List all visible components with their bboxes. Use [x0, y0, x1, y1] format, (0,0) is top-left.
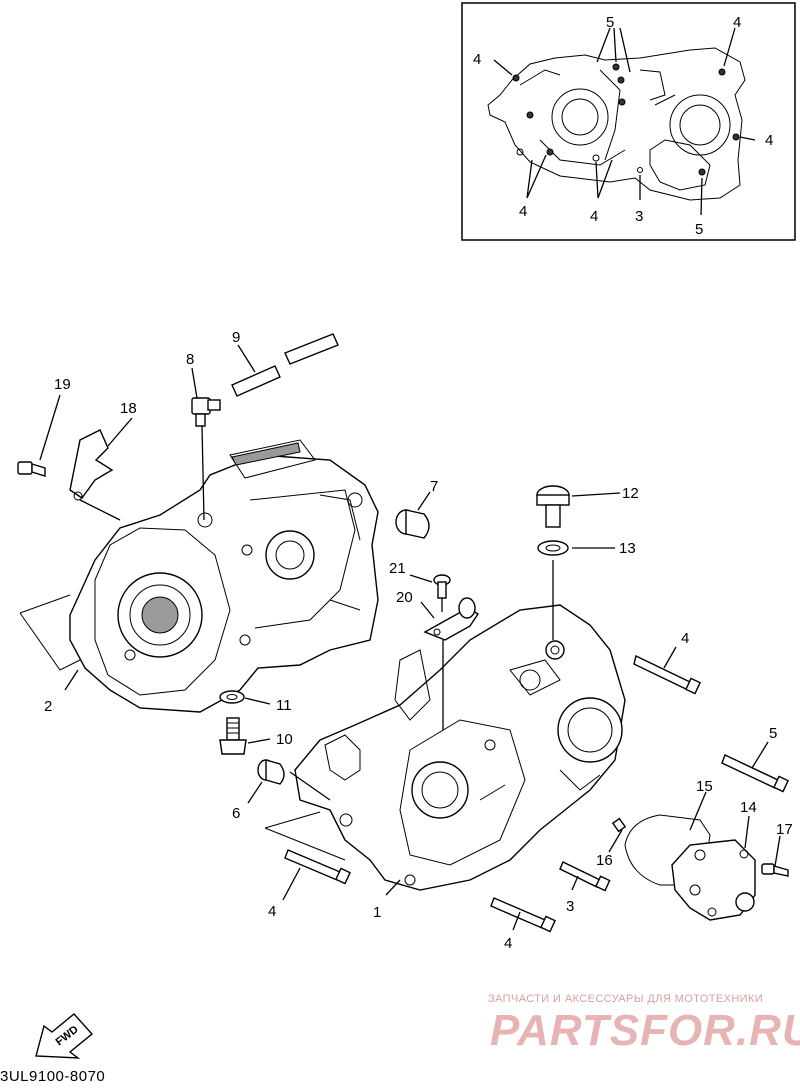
- part-9-dowel-pins: [231, 333, 339, 397]
- inset-callout-5-top: 5: [606, 14, 614, 31]
- part-20-plate: [423, 597, 479, 641]
- callout-18: 18: [120, 400, 137, 417]
- inset-callout-5-bottom: 5: [695, 221, 703, 238]
- callout-13: 13: [619, 540, 636, 557]
- callout-1: 1: [373, 904, 381, 921]
- callout-5: 5: [769, 725, 777, 742]
- watermark-logo: PARTSFOR.RU: [490, 1006, 800, 1055]
- callout-4-right: 4: [681, 630, 689, 647]
- part-7-bushing: [395, 509, 430, 539]
- part-5-bolt: [721, 754, 789, 793]
- callout-19: 19: [54, 376, 71, 393]
- part-6-bushing: [257, 759, 285, 785]
- inset-callout-4-bottom-left: 4: [519, 203, 527, 220]
- fwd-arrow-icon: FWD: [35, 1013, 94, 1059]
- callout-6: 6: [232, 805, 240, 822]
- inset-callout-4-right: 4: [765, 132, 773, 149]
- part-3-bolt: [559, 861, 611, 892]
- part-17-bolt: [761, 863, 789, 877]
- part-15-cover-assembly: [611, 814, 756, 921]
- callout-15: 15: [696, 778, 713, 795]
- callout-3: 3: [566, 898, 574, 915]
- callout-16: 16: [596, 852, 613, 869]
- part-11-washer: [219, 690, 245, 704]
- inset-callout-4-top-right: 4: [733, 14, 741, 31]
- inset-callout-3: 3: [635, 208, 643, 225]
- part-12-drain-plug: [536, 485, 570, 528]
- part-21-bolt: [433, 574, 451, 599]
- inset-callout-4-bottom-mid: 4: [590, 208, 598, 225]
- callout-20: 20: [396, 589, 413, 606]
- inset-view: 5 4 4 4 4 4 3 5: [461, 2, 796, 241]
- callout-17: 17: [776, 821, 793, 838]
- part-10-bolt: [219, 717, 247, 755]
- part-2-left-crankcase: [19, 439, 379, 713]
- callout-11: 11: [276, 697, 292, 714]
- callout-21: 21: [389, 560, 406, 577]
- callout-9: 9: [232, 329, 240, 346]
- leader-lines: [39, 344, 781, 931]
- callout-7: 7: [430, 478, 438, 495]
- watermark-tagline: ЗАПЧАСТИ И АКСЕССУАРЫ ДЛЯ МОТОТЕХНИКИ: [488, 993, 764, 1005]
- callout-12: 12: [622, 485, 639, 502]
- part-8-hose-fitting: [191, 397, 221, 427]
- part-18-bracket: [69, 429, 114, 501]
- callout-10: 10: [276, 731, 293, 748]
- callout-labels: 1 2 3 4 4 4 4 5 6 7 8 9 10 11 12 13 14 1…: [44, 329, 793, 952]
- callout-4-left: 4: [268, 903, 276, 920]
- callout-8: 8: [186, 351, 194, 368]
- callout-4-bottom: 4: [504, 935, 512, 952]
- inset-callout-4-left: 4: [473, 51, 481, 68]
- part-4-bolts: [284, 654, 701, 933]
- callout-14: 14: [740, 799, 757, 816]
- callout-2: 2: [44, 698, 52, 715]
- diagram-code: 3UL9100-8070: [0, 1068, 106, 1085]
- part-19-bolt: [17, 461, 46, 477]
- part-1-right-crankcase: [264, 604, 626, 891]
- part-13-gasket: [537, 540, 569, 556]
